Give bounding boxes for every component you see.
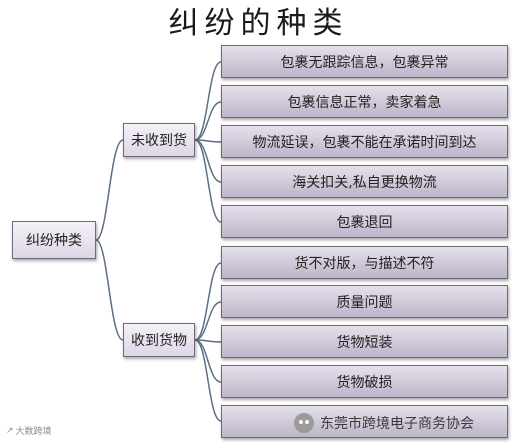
leaf-node: 包裹退回 [221, 205, 508, 238]
watermark-corner: ↗ 大数跨境 [6, 424, 52, 438]
connector-b1-leaf2 [194, 101, 222, 141]
leaf-node-label: 货不对版，与描述不符 [294, 255, 435, 272]
branch-node-not-received: 未收到货 [123, 123, 195, 157]
branch-node-label: 收到货物 [131, 333, 187, 349]
root-node-label: 纠纷种类 [26, 233, 82, 249]
watermark-corner-text: 大数跨境 [15, 427, 52, 437]
watermark-text: 东莞市跨境电子商务协会 [320, 416, 474, 432]
leaf-node: 包裹信息正常，卖家着急 [221, 85, 508, 118]
leaf-node-label: 海关扣关,私自更换物流 [292, 174, 437, 191]
connector-root-branch2 [95, 239, 124, 341]
connector-b1-leaf4 [194, 139, 222, 183]
wechat-icon [294, 413, 314, 433]
leaf-node [221, 405, 508, 438]
leaf-node: 货物短装 [221, 325, 508, 358]
branch-node-label: 未收到货 [131, 133, 187, 149]
leaf-node: 货不对版，与描述不符 [221, 246, 508, 279]
connector-b2-leaf2 [194, 301, 222, 341]
leaf-node: 海关扣关,私自更换物流 [221, 165, 508, 198]
leaf-node-label: 包裹信息正常，卖家着急 [287, 94, 442, 111]
connector-b1-leaf1 [194, 61, 222, 141]
leaf-node: 包裹无跟踪信息，包裹异常 [221, 45, 508, 78]
branch-node-received: 收到货物 [123, 323, 195, 357]
leaf-node-label: 货物破损 [336, 374, 393, 391]
connector-root-branch1 [95, 139, 124, 241]
leaf-node-label: 货物短装 [336, 334, 393, 351]
connector-b1-leaf5 [194, 139, 222, 223]
connector-b2-leaf1 [194, 262, 222, 341]
watermark-corner-icon: ↗ [6, 425, 14, 436]
root-node: 纠纷种类 [12, 221, 96, 259]
leaf-node-label: 质量问题 [336, 294, 393, 311]
connector-b2-leaf5 [194, 339, 222, 422]
leaf-node-label: 包裹无跟踪信息，包裹异常 [280, 54, 449, 71]
leaf-node-label: 物流延误，包裹不能在承诺时间到达 [252, 134, 477, 151]
leaf-node: 质量问题 [221, 285, 508, 318]
watermark: 东莞市跨境电子商务协会 [294, 410, 474, 436]
diagram-title: 纠纷的种类 [168, 6, 349, 41]
leaf-node: 货物破损 [221, 365, 508, 398]
connector-b2-leaf4 [194, 339, 222, 383]
leaf-node-label: 包裹退回 [336, 214, 393, 231]
leaf-node: 物流延误，包裹不能在承诺时间到达 [221, 125, 508, 158]
